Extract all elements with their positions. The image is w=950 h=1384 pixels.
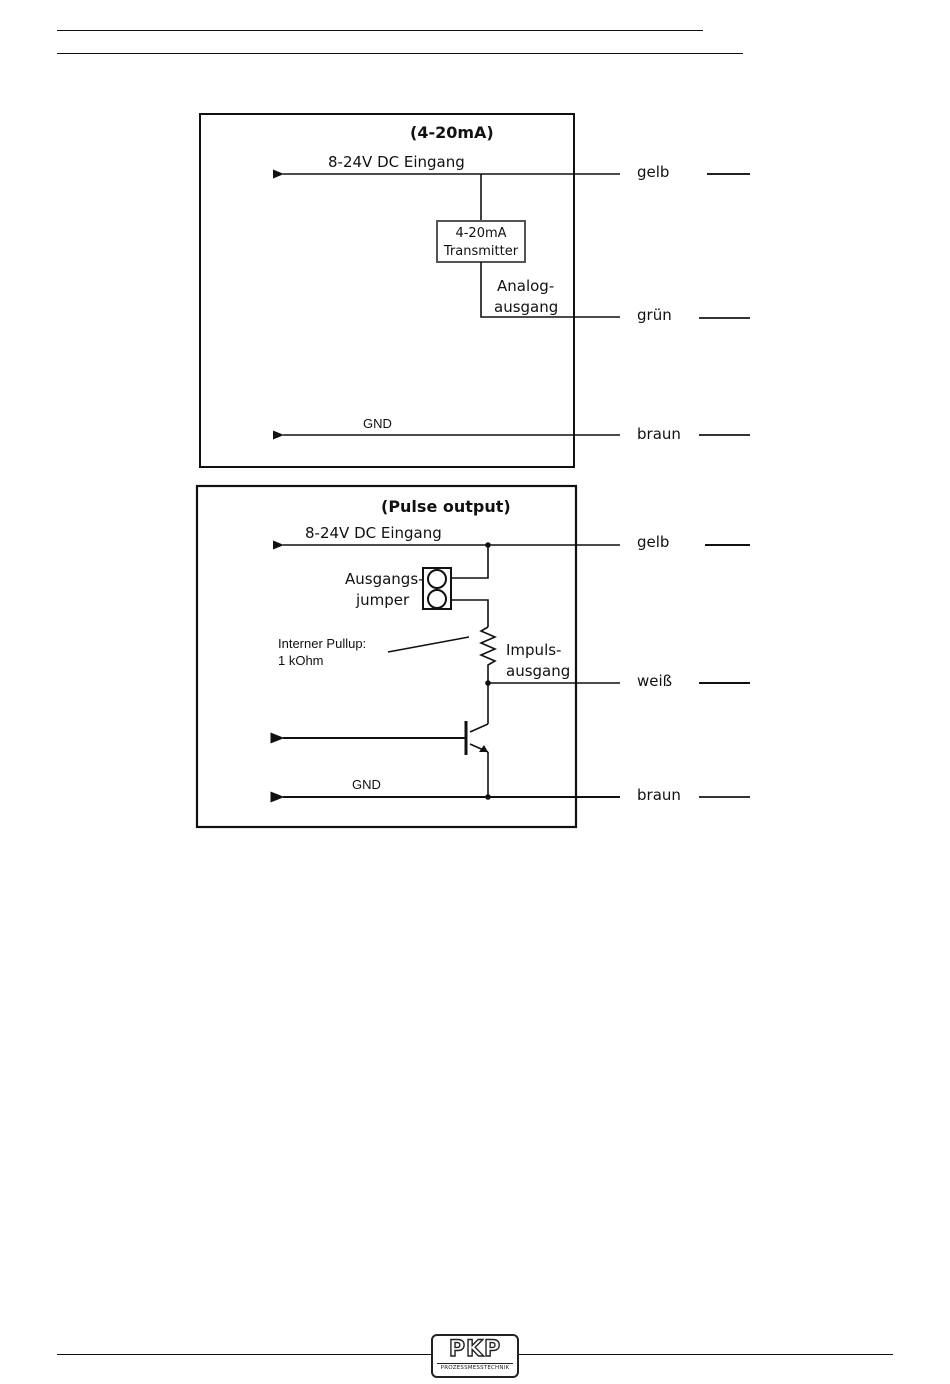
footer-rule-left — [57, 1354, 431, 1355]
box-pulse-output: (Pulse output) 8-24V DC Eingang Ausgangs… — [197, 486, 750, 827]
pulse-gnd-label: GND — [352, 777, 381, 792]
impuls-label-1: Impuls- — [506, 641, 561, 659]
logo-subtext: PROZESSMESSTECHNIK — [437, 1363, 513, 1373]
transmitter-label-1: 4-20mA — [455, 226, 506, 241]
pulse-wire-label-braun: braun — [637, 786, 681, 804]
jumper-feed — [451, 545, 488, 578]
box-4-20ma-title: (4-20mA) — [410, 123, 494, 142]
collector — [470, 724, 488, 732]
box-4-20ma: (4-20mA) 8-24V DC Eingang 4-20mA Transmi… — [200, 114, 750, 467]
logo-brand: PKP — [433, 1337, 517, 1363]
supply-label: 8-24V DC Eingang — [328, 153, 465, 171]
pulse-wire-label-gelb: gelb — [637, 533, 669, 551]
wire-label-gelb: gelb — [637, 163, 669, 181]
pullup-label-1: Interner Pullup: — [278, 636, 366, 651]
footer-rule-right — [519, 1354, 893, 1355]
wire-label-gruen: grün — [637, 306, 672, 324]
box-pulse-title: (Pulse output) — [381, 497, 511, 516]
analog-label-2: ausgang — [494, 298, 558, 316]
analog-label-1: Analog- — [497, 277, 554, 295]
jumper-label-2: jumper — [355, 591, 410, 609]
pkp-logo: PKP PROZESSMESSTECHNIK — [431, 1334, 519, 1378]
jumper-label-1: Ausgangs- — [345, 570, 424, 588]
jumper-pin-2 — [428, 590, 446, 608]
pullup-label-2: 1 kOhm — [278, 653, 324, 668]
pulse-wire-label-weiss: weiß — [637, 672, 672, 690]
transmitter-label-2: Transmitter — [443, 244, 519, 259]
gnd-junction — [485, 794, 491, 800]
gnd-label: GND — [363, 416, 392, 431]
jumper-out — [451, 600, 488, 627]
jumper-pin-1 — [428, 570, 446, 588]
pullup-resistor — [481, 627, 495, 683]
wire-label-braun: braun — [637, 425, 681, 443]
pulse-supply-label: 8-24V DC Eingang — [305, 524, 442, 542]
impuls-label-2: ausgang — [506, 662, 570, 680]
pullup-pointer — [388, 637, 469, 652]
